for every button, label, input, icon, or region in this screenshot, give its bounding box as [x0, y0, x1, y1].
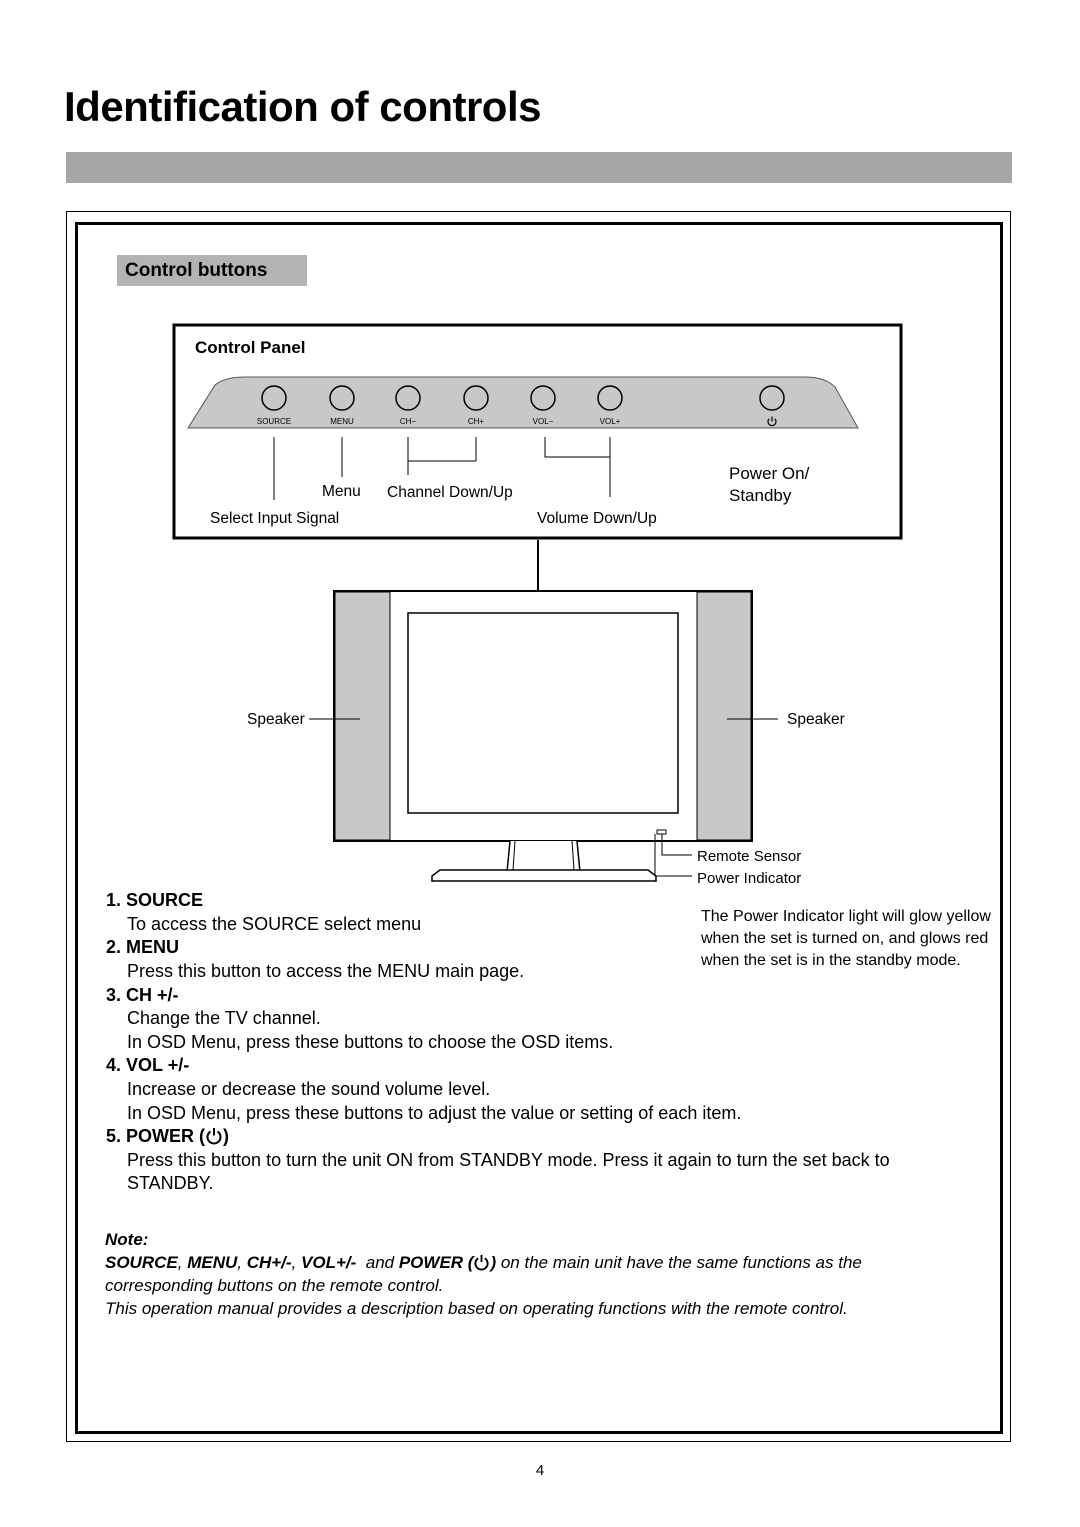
vol-minus-panel-button	[530, 385, 556, 411]
source-panel-button	[261, 385, 287, 411]
control-diagram: Control Panel SOURCE MENU CH− CH+ VOL− V…	[172, 323, 903, 887]
vol-plus-button-label: VOL+	[600, 417, 621, 426]
note-line-1: SOURCE, MENU, CH+/-, VOL+/- and POWER ()…	[105, 1252, 862, 1274]
tv-stand-base	[431, 869, 657, 882]
note-label: Note:	[105, 1230, 149, 1249]
menu-button-label: MENU	[330, 417, 354, 426]
remote-sensor-callout-line	[661, 834, 692, 856]
power-panel-button	[759, 385, 785, 411]
note-and: and	[356, 1253, 399, 1272]
speaker-left-label: Speaker	[247, 711, 305, 728]
note-power-suffix: )	[490, 1253, 497, 1272]
note-sep-1: ,	[177, 1253, 188, 1272]
page-title: Identification of controls	[64, 83, 542, 130]
item-power-line-2: STANDBY.	[127, 1173, 214, 1193]
section-heading: Control buttons	[117, 255, 307, 286]
vol-plus-panel-button	[597, 385, 623, 411]
note-power-prefix: POWER (	[398, 1253, 474, 1272]
ch-plus-button-label: CH+	[468, 417, 485, 426]
item-vol-line-1: Increase or decrease the sound volume le…	[127, 1079, 491, 1099]
menu-panel-button	[329, 385, 355, 411]
panel-bezel	[187, 376, 859, 429]
standby-callout: Standby	[729, 486, 792, 505]
item-ch-line-1: Change the TV channel.	[127, 1008, 321, 1028]
menu-callout: Menu	[322, 483, 361, 500]
page-number: 4	[535, 1462, 545, 1479]
item-power-title-suffix: )	[223, 1126, 230, 1146]
note-rest: on the main unit have the same functions…	[496, 1253, 862, 1272]
note-line-3: This operation manual provides a descrip…	[105, 1299, 848, 1318]
channel-callout: Channel Down/Up	[387, 484, 513, 501]
item-source-line-1: To access the SOURCE select menu	[127, 914, 422, 934]
ch-minus-panel-button	[395, 385, 421, 411]
note-source: SOURCE	[105, 1253, 178, 1272]
inner-frame	[75, 222, 1003, 1434]
control-panel-box	[172, 323, 903, 540]
outer-frame	[66, 211, 1011, 1442]
item-vol-title: 4. VOL +/-	[106, 1055, 190, 1075]
title-divider-bar	[66, 152, 1012, 183]
note-sep-2: ,	[237, 1253, 247, 1272]
select-input-callout: Select Input Signal	[210, 510, 339, 527]
note-menu: MENU	[187, 1253, 238, 1272]
power-icon	[474, 1254, 490, 1271]
power-indicator-label: Power Indicator	[697, 870, 801, 887]
tv-stand-neck	[506, 840, 581, 873]
item-vol-line-2: In OSD Menu, press these buttons to adju…	[127, 1103, 742, 1123]
power-indicator-callout-line	[654, 834, 692, 877]
item-power-line-1: Press this button to turn the unit ON fr…	[127, 1150, 890, 1170]
note-sep-3: ,	[291, 1253, 302, 1272]
power-on-callout: Power On/	[729, 464, 810, 483]
power-icon	[767, 416, 777, 427]
right-speaker	[696, 591, 752, 841]
power-icon	[206, 1128, 222, 1145]
tv-screen	[407, 612, 679, 814]
note-line-2: corresponding buttons on the remote cont…	[105, 1276, 444, 1295]
note-vol: VOL+/-	[301, 1253, 357, 1272]
ch-plus-panel-button	[463, 385, 489, 411]
channel-callout-bracket	[407, 437, 477, 462]
left-speaker	[334, 591, 391, 841]
item-menu-line-1: Press this button to access the MENU mai…	[127, 961, 525, 981]
volume-callout-bracket	[544, 437, 611, 458]
item-power-title-prefix: 5. POWER (	[106, 1126, 206, 1146]
control-panel-label: Control Panel	[195, 338, 306, 357]
speaker-right-label: Speaker	[787, 711, 845, 728]
item-source-title: 1. SOURCE	[106, 890, 204, 910]
ch-minus-button-label: CH−	[400, 417, 417, 426]
source-button-label: SOURCE	[257, 417, 291, 426]
item-ch-line-2: In OSD Menu, press these buttons to choo…	[127, 1032, 614, 1052]
remote-sensor-window	[656, 829, 667, 835]
remote-sensor-label: Remote Sensor	[697, 848, 801, 865]
note-ch: CH+/-	[246, 1253, 292, 1272]
item-power-title: 5. POWER ()	[106, 1125, 229, 1147]
item-menu-title: 2. MENU	[106, 937, 180, 957]
vol-minus-button-label: VOL−	[533, 417, 554, 426]
volume-callout: Volume Down/Up	[537, 510, 657, 527]
item-ch-title: 3. CH +/-	[106, 985, 179, 1005]
power-indicator-note: The Power Indicator light will glow yell…	[701, 908, 991, 969]
